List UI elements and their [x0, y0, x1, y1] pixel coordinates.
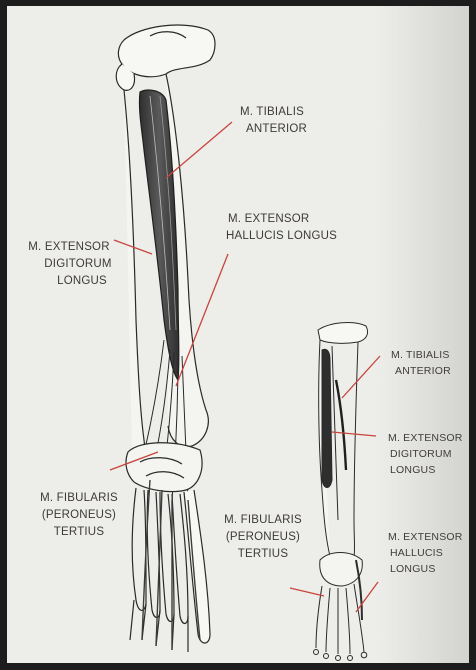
label-large-extensor-hallucis-longus: M. EXTENSOR HALLUCIS LONGUS [226, 211, 337, 245]
label-line: LONGUS [388, 561, 463, 577]
label-line: M. EXTENSOR [226, 211, 337, 228]
label-small-extensor-hallucis-longus: M. EXTENSOR HALLUCIS LONGUS [388, 529, 463, 577]
label-line: M. EXTENSOR [19, 239, 119, 256]
label-large-fibularis-tertius: M. FIBULARIS (PERONEUS) TERTIUS [29, 490, 129, 541]
label-line: LONGUS [19, 273, 119, 290]
book-page: M. TIBIALIS ANTERIOR M. EXTENSOR HALLUCI… [7, 6, 469, 663]
label-line: M. TIBIALIS [240, 104, 307, 121]
leader-small-extensor-digitorum [332, 432, 376, 436]
large-tibia-head [118, 25, 215, 77]
label-small-fibularis-tertius: M. FIBULARIS (PERONEUS) TERTIUS [213, 512, 313, 563]
label-line: (PERONEUS) [29, 507, 129, 524]
label-line: (PERONEUS) [213, 529, 313, 546]
leader-small-fibularis-tertius [290, 588, 324, 596]
label-line: ANTERIOR [240, 121, 307, 138]
label-line: HALLUCIS [388, 545, 463, 561]
label-large-tibialis-anterior: M. TIBIALIS ANTERIOR [240, 104, 307, 138]
label-line: M. EXTENSOR [388, 430, 463, 446]
label-small-extensor-digitorum-longus: M. EXTENSOR DIGITORUM LONGUS [388, 430, 463, 478]
label-line: M. FIBULARIS [29, 490, 129, 507]
label-large-extensor-digitorum-longus: M. EXTENSOR DIGITORUM LONGUS [19, 239, 119, 290]
label-line: DIGITORUM [19, 256, 119, 273]
label-line: TERTIUS [213, 546, 313, 563]
large-leg-drawing [116, 25, 215, 652]
label-line: ANTERIOR [391, 363, 451, 379]
label-line: HALLUCIS LONGUS [226, 228, 337, 245]
small-leg-drawing [314, 323, 368, 661]
small-tibia-head [318, 323, 368, 344]
small-muscle-strip [322, 349, 332, 487]
large-fibula-shaft [124, 90, 144, 454]
label-line: LONGUS [388, 462, 463, 478]
leader-small-tibialis-anterior [342, 356, 380, 398]
label-line: TERTIUS [29, 524, 129, 541]
label-small-tibialis-anterior: M. TIBIALIS ANTERIOR [391, 347, 451, 379]
label-line: M. FIBULARIS [213, 512, 313, 529]
label-line: M. TIBIALIS [391, 347, 451, 363]
label-line: DIGITORUM [388, 446, 463, 462]
label-line: M. EXTENSOR [388, 529, 463, 545]
